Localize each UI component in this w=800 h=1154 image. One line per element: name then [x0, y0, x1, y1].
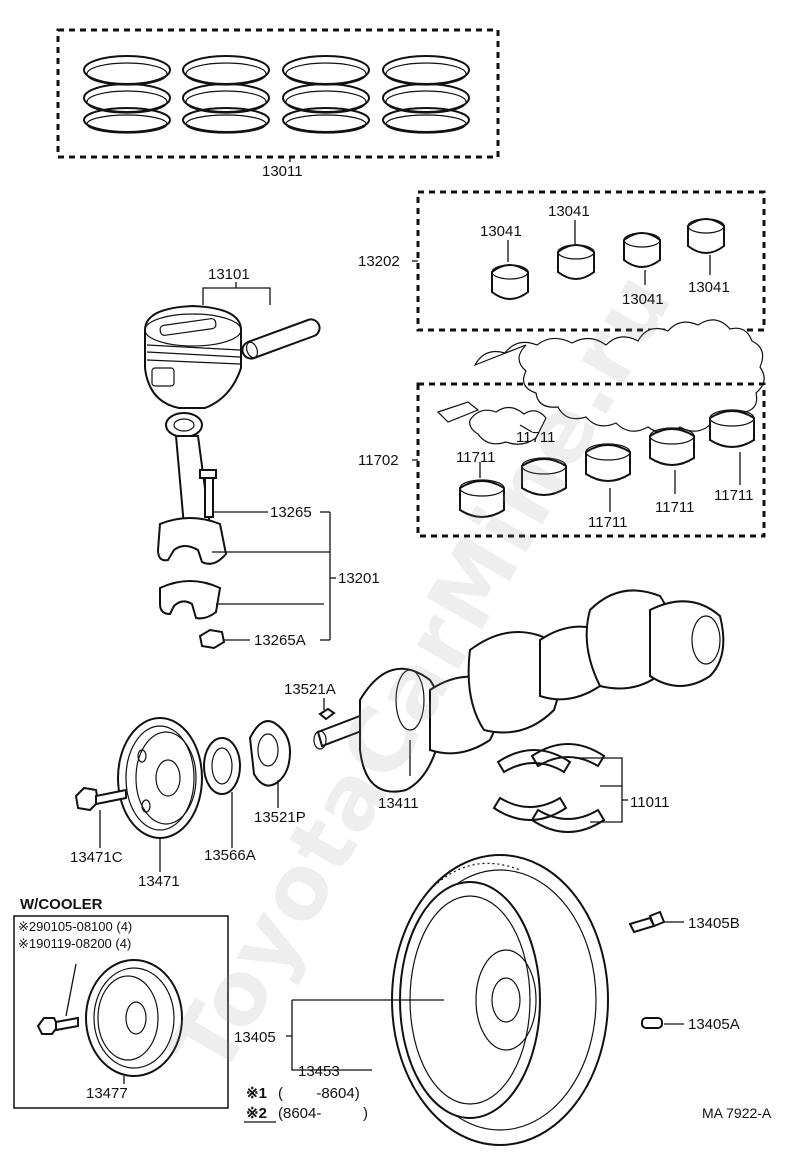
label-pulley-bolt: 13471C — [70, 849, 123, 866]
legend-mark-1: ※1 — [246, 1085, 267, 1102]
label-flywheel-sub-assy: 13405 — [234, 1029, 276, 1046]
label-main-bearing-b: 11711 — [456, 449, 496, 466]
label-conrod-bearing-b: 13041 — [548, 203, 590, 220]
cooler-variant-group — [13, 915, 229, 1109]
piston-assembly-drawing — [144, 282, 321, 409]
label-conrod-bearing-c: 13041 — [622, 291, 664, 308]
label-crankshaft-key: 13521A — [284, 681, 336, 698]
label-conrod-bearing-set: 13202 — [358, 253, 400, 270]
piston-ring-set-group — [56, 28, 500, 162]
thrust-washers-drawing — [492, 743, 628, 833]
cooler-bolt-note-2: ※190119-08200 (4) — [18, 936, 132, 951]
label-flywheel-pin: 13405A — [688, 1016, 740, 1033]
diagram-code: MA 7922-A — [702, 1105, 772, 1121]
main-bearing-shells — [459, 409, 755, 518]
legend-text-2: (8604- ) — [278, 1105, 369, 1122]
label-main-bearing-set: 11702 — [358, 452, 399, 469]
label-main-bearing-a: 11711 — [516, 429, 556, 446]
label-timing-pulley: 13521P — [254, 809, 306, 826]
label-conrod-nut: 13265A — [254, 632, 306, 649]
piston-ring-stack-1 — [83, 55, 171, 134]
legend-text-1: ( -8604) — [278, 1085, 360, 1102]
crankshaft-pulley-drawing — [74, 717, 292, 872]
label-cooler-pulley: 13477 — [86, 1085, 128, 1102]
label-crankshaft-pulley: 13471 — [138, 873, 180, 890]
label-thrust-washer-set: 11011 — [630, 794, 670, 811]
label-main-bearing-c: 11711 — [588, 514, 628, 531]
label-main-bearing-d: 11711 — [655, 499, 695, 516]
piston-ring-stack-3 — [282, 55, 370, 134]
label-conrod-bearing-d: 13041 — [688, 279, 730, 296]
label-conrod-sub-assy: 13201 — [338, 570, 380, 587]
connecting-rod-drawing — [156, 412, 336, 650]
conrod-bearing-shells — [491, 218, 725, 300]
flywheel-drawing — [286, 854, 684, 1146]
label-ring-gear: 13453 — [298, 1063, 340, 1080]
label-piston-sub-assy: 13101 — [208, 266, 250, 283]
crankshaft-outline-cloud — [436, 319, 765, 445]
label-crankshaft: 13411 — [378, 795, 419, 812]
label-main-bearing-e: 11711 — [714, 487, 754, 504]
cooler-bolt-note-1: ※290105-08100 (4) — [18, 919, 133, 934]
conrod-bearing-set-group — [412, 190, 766, 332]
cooler-variant-title: W/COOLER — [20, 896, 103, 913]
label-pulley-washer: 13566A — [204, 847, 256, 864]
label-flywheel-bolt: 13405B — [688, 915, 740, 932]
label-conrod-bolt: 13265 — [270, 504, 312, 521]
main-bearing-set-group — [412, 382, 766, 538]
crankshaft-drawing — [313, 589, 725, 793]
piston-ring-stack-4 — [382, 55, 470, 134]
piston-ring-stack-2 — [182, 55, 270, 134]
legend-mark-2: ※2 — [246, 1105, 267, 1122]
label-conrod-bearing-a: 13041 — [480, 223, 522, 240]
label-piston-ring-set: 13011 — [262, 163, 303, 180]
